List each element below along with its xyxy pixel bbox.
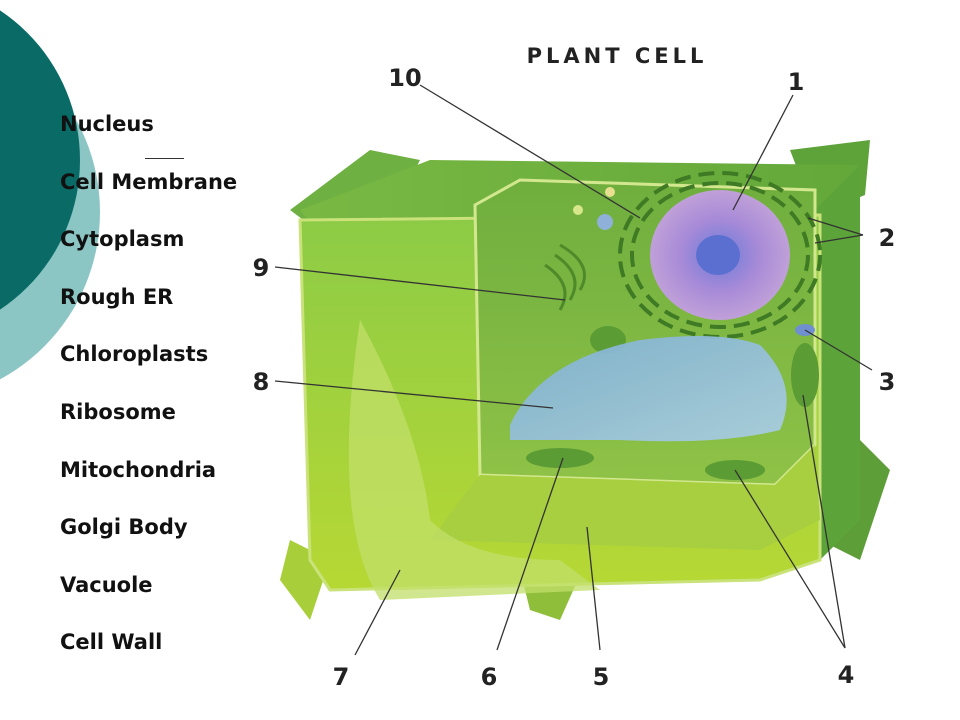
term-ribosome: Ribosome xyxy=(60,399,176,424)
term-nucleus: Nucleus xyxy=(60,112,154,136)
vacuole xyxy=(510,336,787,442)
leader-2a xyxy=(807,217,864,236)
callout-6: 6 xyxy=(481,663,498,691)
leader-7 xyxy=(354,569,401,656)
leader-2b xyxy=(814,234,864,244)
callout-2: 2 xyxy=(879,224,896,252)
callout-8: 8 xyxy=(253,368,270,396)
vesicle-3 xyxy=(605,187,615,197)
callout-10: 10 xyxy=(388,64,421,92)
term-rough-er: Rough ER xyxy=(60,284,174,309)
callout-1: 1 xyxy=(788,68,805,96)
callout-3: 3 xyxy=(879,368,896,396)
callout-numbers: 1 2 3 4 5 6 7 8 9 10 xyxy=(253,64,896,691)
leader-6 xyxy=(496,457,564,651)
leader-1 xyxy=(732,94,794,211)
nucleolus xyxy=(696,235,740,275)
leader-8 xyxy=(274,380,554,409)
callout-4: 4 xyxy=(838,661,855,689)
cell-right-face xyxy=(810,165,860,560)
term-chloroplasts: Chloroplasts xyxy=(60,342,209,367)
leader-lines xyxy=(274,84,873,656)
callout-5: 5 xyxy=(593,663,610,691)
inner-floor xyxy=(430,445,820,550)
term-mitochondria: Mitochondria xyxy=(60,457,217,482)
leader-9 xyxy=(274,266,566,301)
callout-9: 9 xyxy=(253,254,270,282)
blank-line xyxy=(145,158,184,159)
leader-4b xyxy=(734,469,846,649)
leader-10 xyxy=(419,84,641,219)
term-cell-membrane: Cell Membrane xyxy=(60,169,238,194)
term-golgi-body: Golgi Body xyxy=(60,515,188,540)
term-vacuole: Vacuole xyxy=(60,572,153,597)
callout-7: 7 xyxy=(333,663,350,691)
cell-membrane-fold xyxy=(348,320,600,600)
vesicle-2 xyxy=(573,205,583,215)
term-list: Nucleus Cell Membrane Cytoplasm Rough ER… xyxy=(60,108,237,684)
leader-4a xyxy=(802,394,846,649)
vesicle xyxy=(597,214,613,230)
golgi-body xyxy=(544,243,586,311)
leader-5 xyxy=(586,526,601,651)
term-cytoplasm: Cytoplasm xyxy=(60,227,185,252)
slide-decoration xyxy=(0,10,100,380)
diagram-title: PLANT CELL xyxy=(527,44,708,68)
dark-teal-circle xyxy=(0,10,80,310)
leader-3 xyxy=(804,329,873,371)
term-cell-wall: Cell Wall xyxy=(60,630,163,655)
rough-er xyxy=(618,171,822,339)
